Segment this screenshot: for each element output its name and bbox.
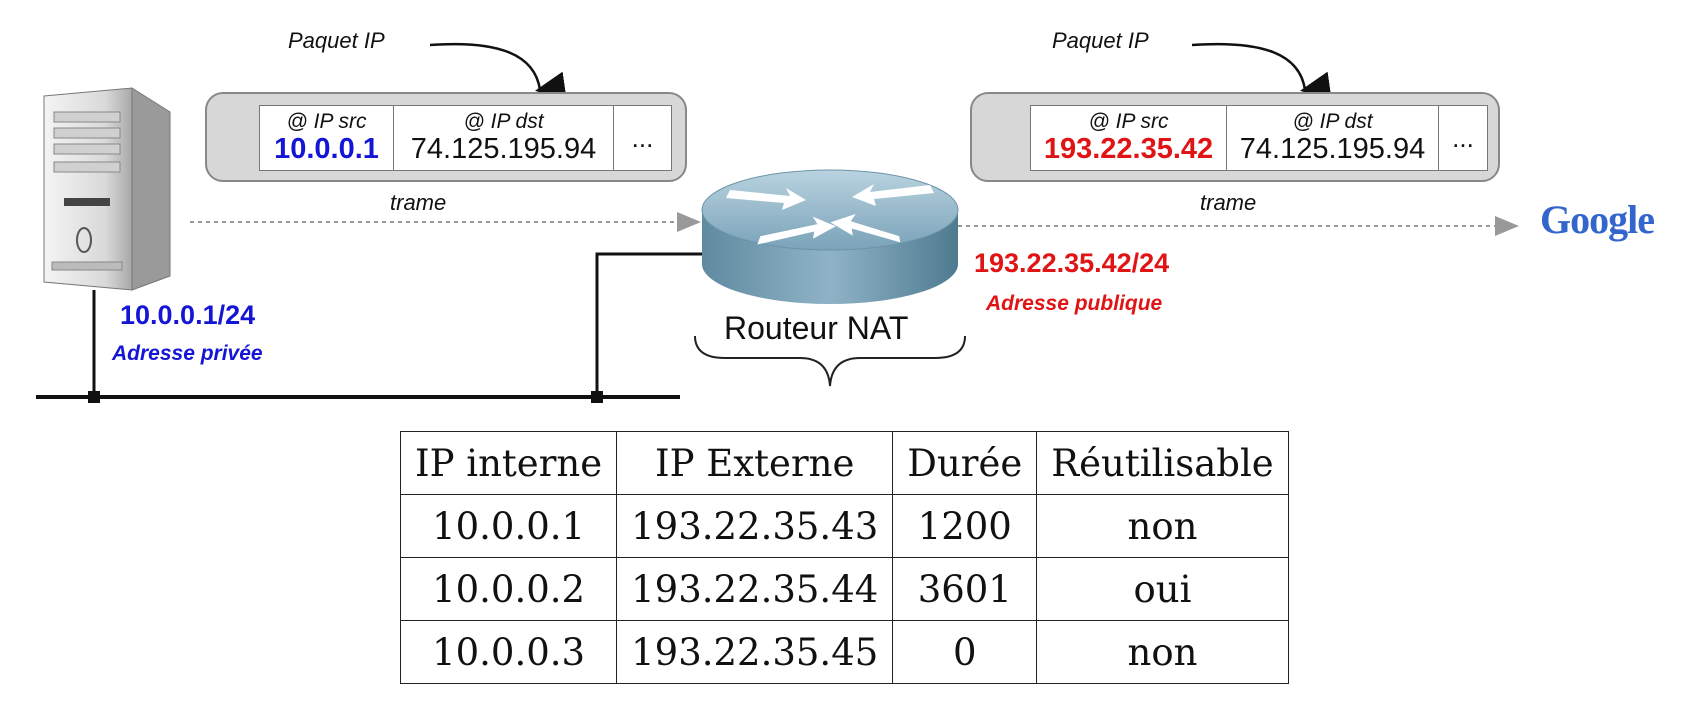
right-frame: @ IP src 193.22.35.42 @ IP dst 74.125.19… xyxy=(970,92,1500,182)
right-src-label: @ IP src xyxy=(1088,110,1169,133)
right-src-cell: @ IP src 193.22.35.42 xyxy=(1031,106,1227,170)
right-more: ... xyxy=(1452,122,1474,153)
table-row: 10.0.0.2 193.22.35.44 3601 oui xyxy=(399,557,1289,621)
cell-ip-interne: 10.0.0.3 xyxy=(399,620,618,684)
host-address-type: Adresse privée xyxy=(112,342,263,365)
table-row: 10.0.0.1 193.22.35.43 1200 non xyxy=(399,494,1289,558)
host-bus-connector xyxy=(88,391,100,403)
left-src-value: 10.0.0.1 xyxy=(274,133,379,165)
left-caption-arrow xyxy=(429,42,567,102)
header-reutilisable: Réutilisable xyxy=(1036,431,1289,495)
left-dst-value: 74.125.195.94 xyxy=(410,133,597,165)
router-label: Routeur NAT xyxy=(724,310,909,346)
left-more-cell: ... xyxy=(614,106,671,170)
cell-duree: 3601 xyxy=(892,557,1038,621)
left-frame-label: trame xyxy=(390,190,447,215)
router-address-type: Adresse publique xyxy=(986,292,1163,315)
right-src-value: 193.22.35.42 xyxy=(1043,133,1214,165)
google-logo: Google xyxy=(1540,196,1655,243)
cell-reutilisable: non xyxy=(1036,620,1289,684)
cell-ip-externe: 193.22.35.45 xyxy=(616,620,894,684)
left-dst-cell: @ IP dst 74.125.195.94 xyxy=(394,106,614,170)
cell-ip-externe: 193.22.35.43 xyxy=(616,494,894,558)
router-drop-line xyxy=(595,252,702,397)
router-public-address: 193.22.35.42/24 xyxy=(974,248,1170,278)
computer-icon xyxy=(43,87,171,291)
router-bus-connector xyxy=(591,391,603,403)
header-ip-externe: IP Externe xyxy=(616,431,894,495)
router-brace xyxy=(694,335,966,387)
cell-ip-interne: 10.0.0.2 xyxy=(399,557,618,621)
left-src-label: @ IP src xyxy=(286,110,367,133)
left-src-cell: @ IP src 10.0.0.1 xyxy=(260,106,394,170)
cell-ip-externe: 193.22.35.44 xyxy=(616,557,894,621)
right-frame-label: trame xyxy=(1200,190,1257,215)
right-caption-arrow xyxy=(1191,42,1332,102)
table-row: 10.0.0.3 193.22.35.45 0 non xyxy=(399,620,1289,684)
right-dst-label: @ IP dst xyxy=(1292,110,1373,133)
cell-reutilisable: non xyxy=(1036,494,1289,558)
left-more: ... xyxy=(631,122,654,153)
router-icon xyxy=(701,169,959,304)
right-packet: @ IP src 193.22.35.42 @ IP dst 74.125.19… xyxy=(1030,105,1488,171)
nat-table-header: IP interne IP Externe Durée Réutilisable xyxy=(399,431,1289,495)
right-more-cell: ... xyxy=(1439,106,1487,170)
left-dst-label: @ IP dst xyxy=(463,110,544,133)
nat-table: IP interne IP Externe Durée Réutilisable… xyxy=(399,431,1289,684)
left-packet-caption: Paquet IP xyxy=(288,28,385,53)
left-frame: @ IP src 10.0.0.1 @ IP dst 74.125.195.94… xyxy=(205,92,687,182)
cell-duree: 0 xyxy=(892,620,1038,684)
header-duree: Durée xyxy=(892,431,1038,495)
cell-ip-interne: 10.0.0.1 xyxy=(399,494,618,558)
header-ip-interne: IP interne xyxy=(399,431,618,495)
cell-duree: 1200 xyxy=(892,494,1038,558)
left-packet: @ IP src 10.0.0.1 @ IP dst 74.125.195.94… xyxy=(259,105,672,171)
right-dst-value: 74.125.195.94 xyxy=(1239,133,1426,165)
cell-reutilisable: oui xyxy=(1036,557,1289,621)
host-address: 10.0.0.1/24 xyxy=(120,300,256,330)
right-dst-cell: @ IP dst 74.125.195.94 xyxy=(1227,106,1439,170)
google-logo-text: Google xyxy=(1540,197,1655,242)
right-packet-caption: Paquet IP xyxy=(1052,28,1149,53)
